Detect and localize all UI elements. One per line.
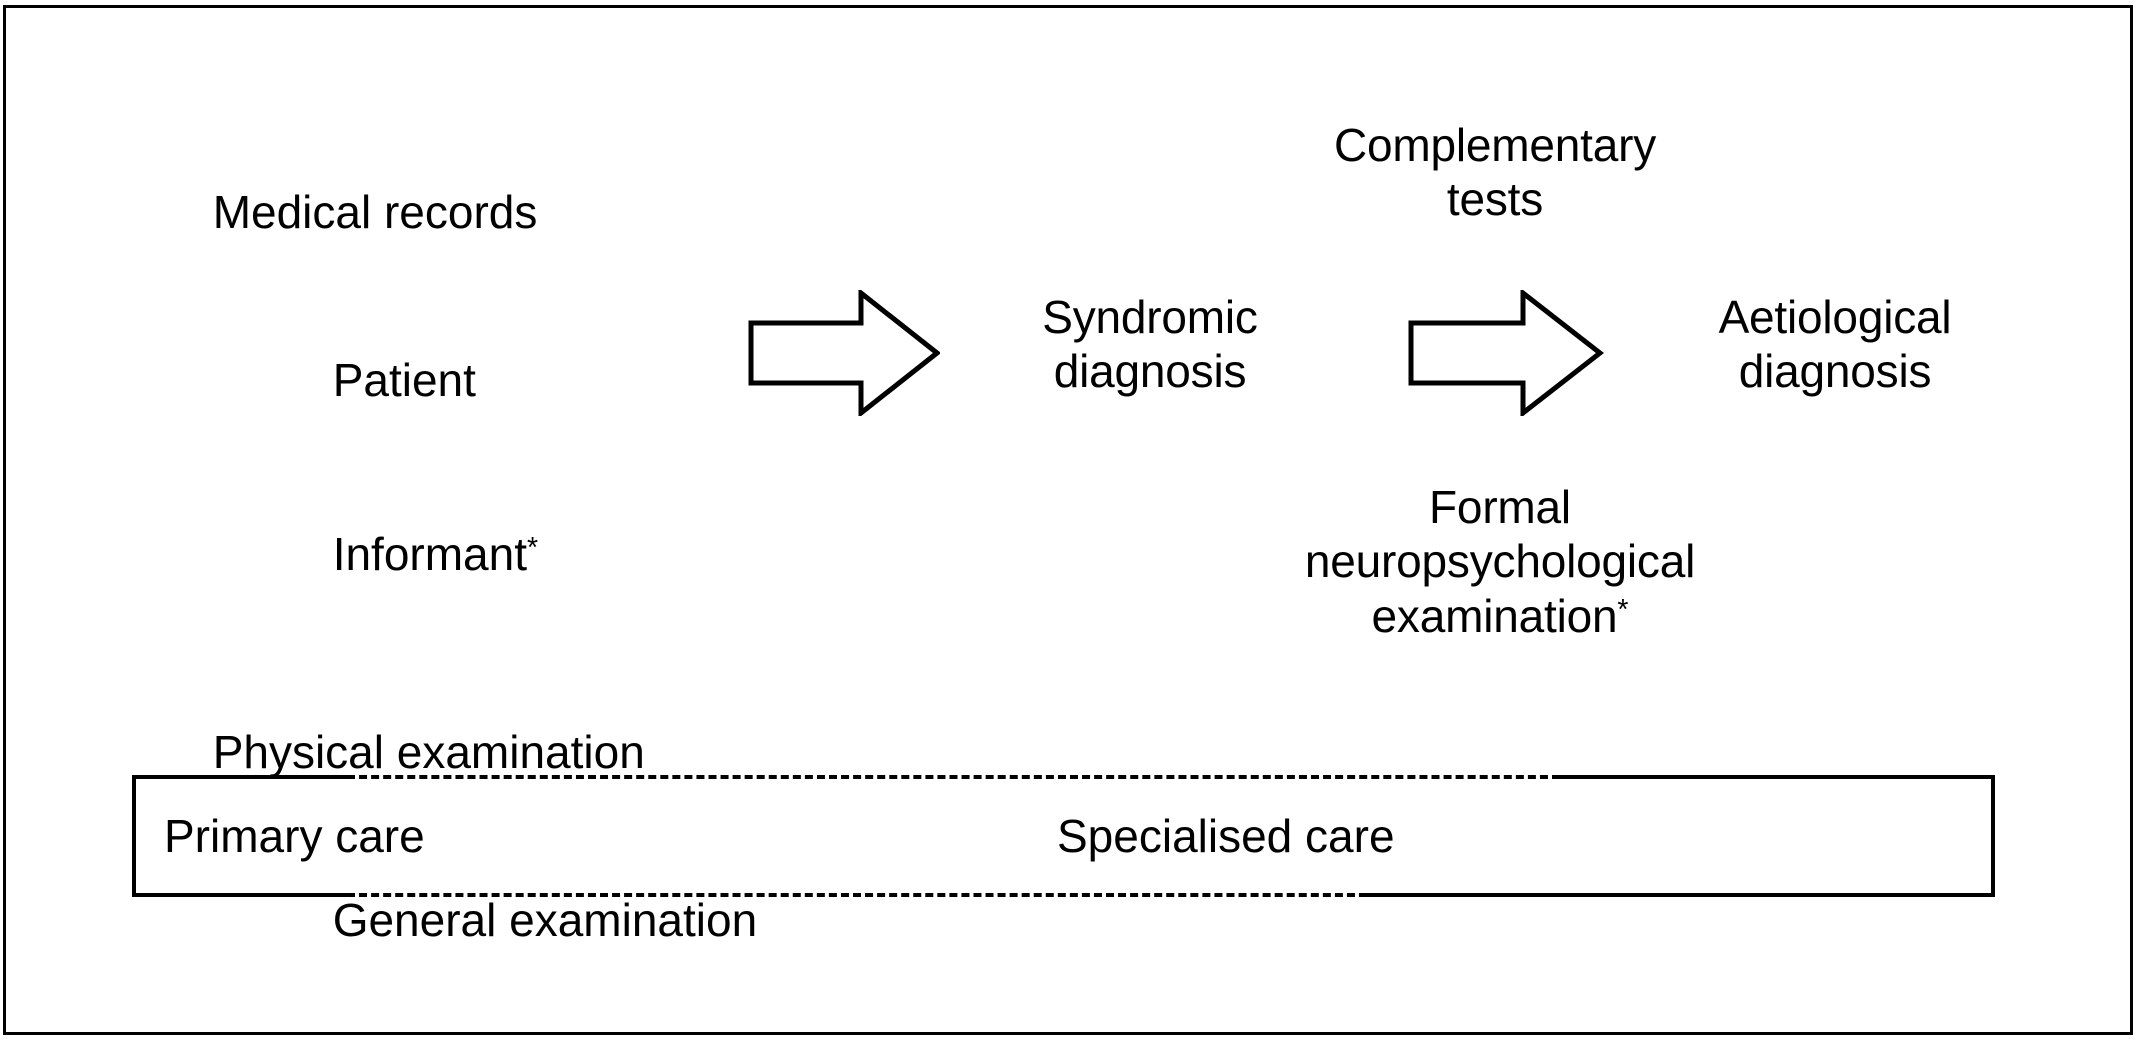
figure-outer-frame <box>3 5 2133 1035</box>
assessment-item-label: Medical records <box>212 186 538 238</box>
stage-aetiological-diagnosis: Aetiological diagnosis <box>1660 290 2010 399</box>
input-label-line-2: neuropsychological <box>1304 535 1696 588</box>
input-label-line-3: examination* <box>1250 589 1750 643</box>
care-bar-bottom-edge-solid-right <box>1367 893 1995 897</box>
care-bar-top-edge-solid-right <box>1560 775 1995 779</box>
assessment-item-patient: Patient <box>136 296 896 464</box>
stage-label: Syndromic diagnosis <box>1042 291 1258 398</box>
assessment-item-informant: Informant* <box>136 464 896 638</box>
care-bar-top-edge-dashed <box>347 775 1560 779</box>
assessment-column: Medical records Patient Informant* Physi… <box>136 128 896 1042</box>
input-label: Complementary tests <box>1333 119 1657 226</box>
input-formal-neuropsychological-examination: Formal neuropsychological examination* <box>1250 480 1750 643</box>
assessment-item-neurological-examination: Neurological examination <box>136 1004 896 1042</box>
care-bar-top-edge-solid-left <box>132 775 347 779</box>
care-bar-bottom-edge-solid-left <box>132 893 347 897</box>
assessment-item-label: Physical examination <box>212 725 645 778</box>
stage-label: Aetiological diagnosis <box>1718 291 1952 398</box>
stage-syndromic-diagnosis: Syndromic diagnosis <box>1000 290 1300 399</box>
block-arrow-right-icon <box>1408 290 1604 416</box>
footnote-marker: * <box>1617 593 1629 626</box>
care-bar-left-edge <box>132 775 136 897</box>
care-bar-label-specialised: Specialised care <box>1057 810 1395 862</box>
assessment-item-physical-examination: Physical examination <box>136 668 896 836</box>
footnote-marker: * <box>527 532 539 564</box>
care-bar-bottom-edge-dashed <box>347 893 1367 897</box>
care-bar-right-edge <box>1991 775 1995 897</box>
input-label-line-1: Formal <box>1429 481 1571 533</box>
input-complementary-tests: Complementary tests <box>1310 118 1680 227</box>
assessment-item-label: Informant <box>332 527 527 580</box>
assessment-item-medical-records: Medical records <box>136 128 896 296</box>
care-setting-bar: Primary care Specialised care <box>132 775 1995 897</box>
input-label-line-3-text: examination <box>1371 589 1618 642</box>
block-arrow-right-icon <box>748 290 940 416</box>
care-bar-label-primary: Primary care <box>164 810 425 862</box>
assessment-item-label: General examination <box>332 893 758 946</box>
assessment-item-label: Patient <box>332 354 476 406</box>
assessment-item-general-examination: General examination <box>136 836 896 1004</box>
